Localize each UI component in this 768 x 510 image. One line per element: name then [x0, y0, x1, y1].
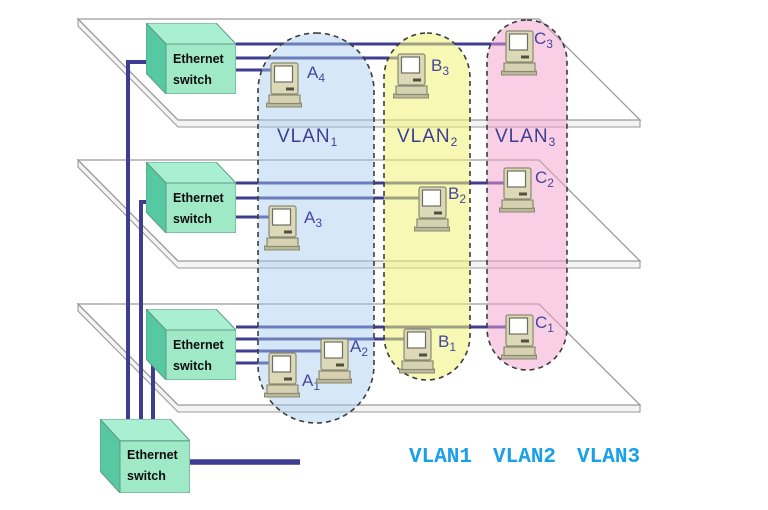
computer-icon [499, 167, 535, 213]
computer-b1 [398, 328, 436, 374]
computer-icon [316, 338, 352, 384]
vlan1-label: VLAN1 [277, 126, 338, 149]
computer-icon [414, 186, 450, 232]
computer-label-c1: C1 [535, 313, 554, 335]
computer-label-a4: A4 [307, 63, 326, 85]
computer-b2 [413, 186, 451, 232]
vlan2-label: VLAN2 [397, 126, 458, 149]
computer-label-b2: B2 [448, 184, 467, 206]
computer-icon [264, 352, 300, 398]
computer-icon [501, 314, 537, 360]
vlan3-label: VLAN3 [495, 126, 556, 149]
computer-label-b1: B1 [438, 332, 457, 354]
vlan1-region [257, 32, 375, 424]
computer-label-c2: C2 [535, 168, 554, 190]
computer-c2 [498, 167, 536, 213]
computer-label-a2: A2 [350, 337, 369, 359]
computer-label-a1: A1 [302, 371, 321, 393]
computer-icon [266, 62, 302, 108]
computer-label-b3: B3 [431, 56, 450, 78]
computer-icon [399, 328, 435, 374]
switch-cube-icon [144, 160, 238, 235]
computer-a4 [265, 62, 303, 108]
computer-icon [264, 205, 300, 251]
computer-label-a3: A3 [304, 208, 323, 230]
computer-a3 [263, 205, 301, 251]
computer-c1 [500, 314, 538, 360]
computer-icon [393, 53, 429, 99]
computer-a2 [315, 338, 353, 384]
computer-label-c3: C3 [534, 29, 553, 51]
computer-b3 [392, 53, 430, 99]
switch-cube-icon [98, 417, 192, 495]
computer-icon [501, 30, 537, 76]
computer-c3 [500, 30, 538, 76]
switch-cube-icon [144, 307, 238, 382]
computer-a1 [263, 352, 301, 398]
